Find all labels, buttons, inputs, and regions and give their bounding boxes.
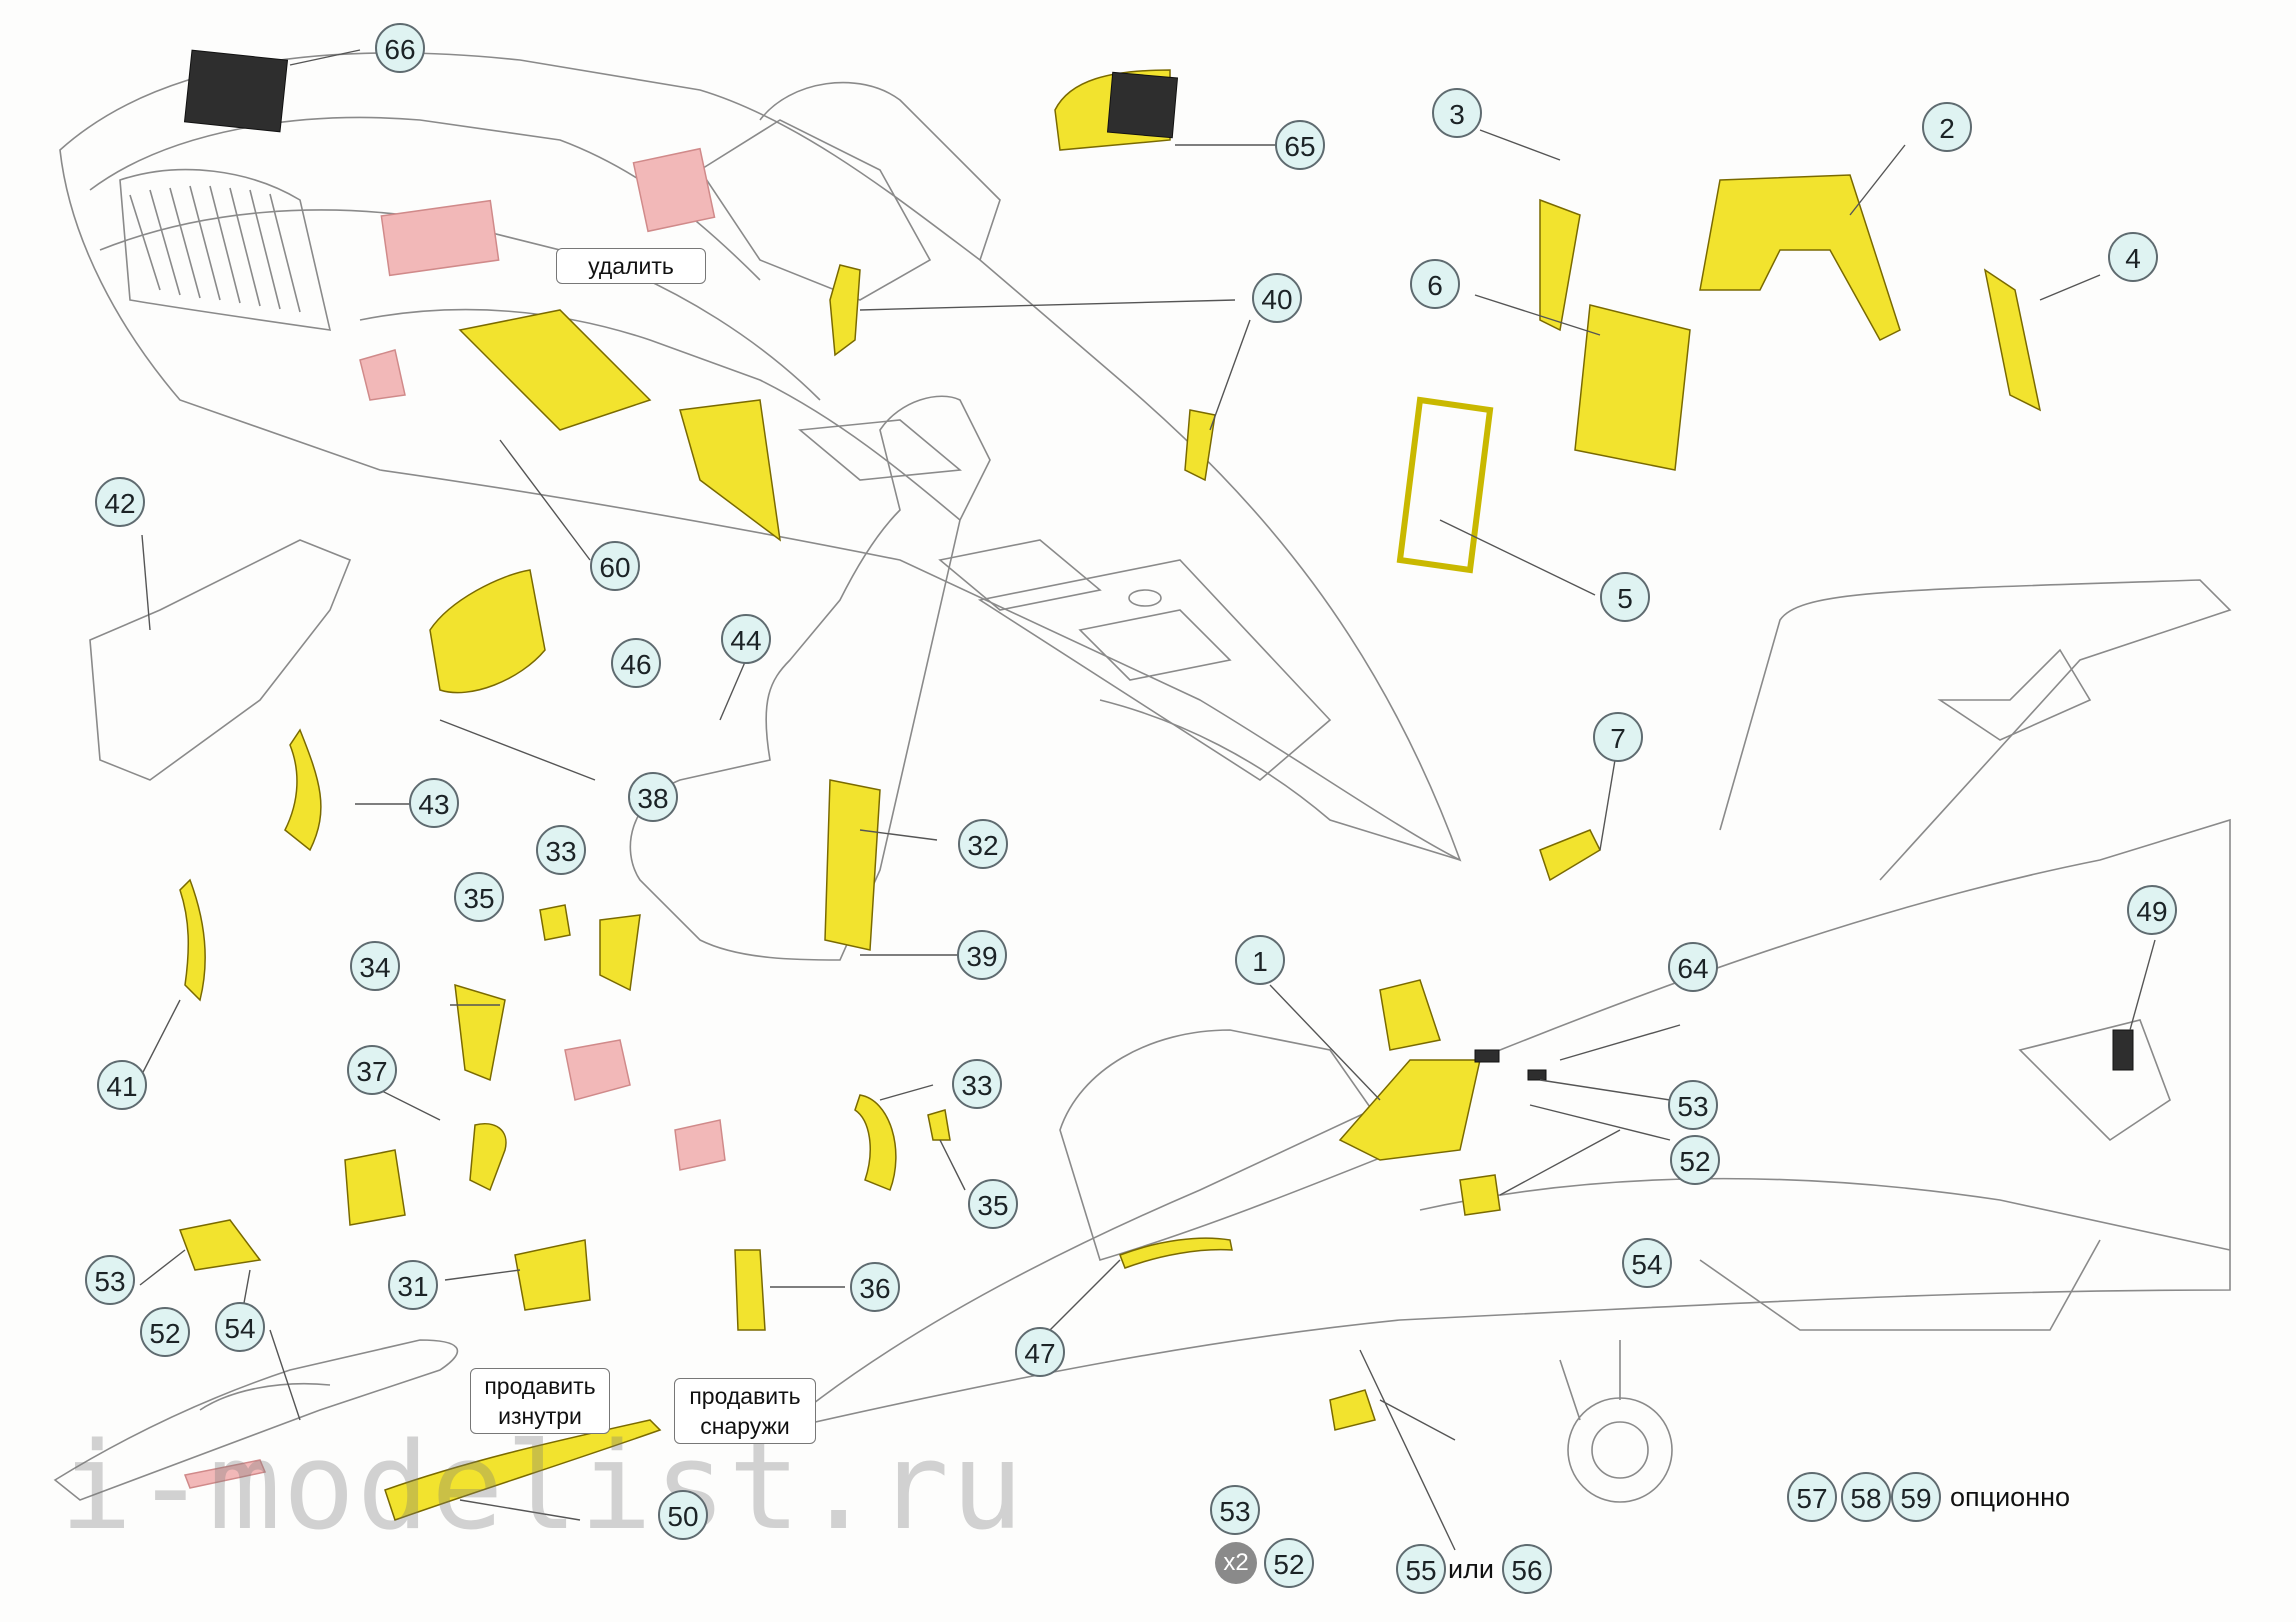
callout-42: 42 <box>95 477 145 527</box>
callout-53-left: 53 <box>85 1255 135 1305</box>
part-33-right <box>854 1094 897 1191</box>
callout-49: 49 <box>2127 885 2177 935</box>
part-66-dark <box>183 49 289 133</box>
remove-area-5 <box>674 1119 726 1171</box>
callout-1: 1 <box>1235 935 1285 985</box>
callout-57: 57 <box>1787 1472 1837 1522</box>
optional-label: опционно <box>1950 1482 2071 1512</box>
remove-area-6 <box>183 1459 267 1489</box>
upper-fuselage-outline <box>59 52 1462 862</box>
callout-46: 46 <box>611 638 661 688</box>
part-panel-1 <box>1379 979 1441 1051</box>
quantity-badge: x2 <box>1215 1542 1257 1584</box>
part-7 <box>1539 829 1601 882</box>
callout-7: 7 <box>1593 712 1643 762</box>
callout-58: 58 <box>1841 1472 1891 1522</box>
callout-64: 64 <box>1668 942 1718 992</box>
part-50 <box>384 1419 662 1521</box>
callout-52-right: 52 <box>1670 1135 1720 1185</box>
callout-32: 32 <box>958 819 1008 869</box>
callout-52-left: 52 <box>140 1307 190 1357</box>
part-60-grille <box>458 309 652 431</box>
callout-5: 5 <box>1600 572 1650 622</box>
part-3-plate <box>1539 198 1581 332</box>
part-46-grille <box>429 569 546 694</box>
callout-50: 50 <box>658 1490 708 1540</box>
part-31b <box>514 1239 591 1311</box>
part-37 <box>469 1123 507 1192</box>
callout-65: 65 <box>1275 120 1325 170</box>
part-5-ladder <box>1396 396 1494 574</box>
callout-52-bottom: 52 <box>1264 1538 1314 1588</box>
ejection-seat-outline <box>629 395 991 961</box>
or-label: или <box>1448 1554 1494 1584</box>
part-39-belts <box>824 779 881 951</box>
callout-38: 38 <box>628 772 678 822</box>
part-2-panel <box>1699 174 1901 341</box>
part-49-dark <box>2112 1029 2134 1071</box>
callout-3: 3 <box>1432 88 1482 138</box>
part-35-left <box>539 904 571 941</box>
part-34 <box>454 983 506 1082</box>
part-64-dark <box>1474 1049 1500 1063</box>
callout-55: 55 <box>1396 1544 1446 1594</box>
callout-40: 40 <box>1252 273 1302 323</box>
callout-41: 41 <box>97 1060 147 1110</box>
press-outside-label: продавить снаружи <box>674 1378 816 1444</box>
callout-56: 56 <box>1502 1544 1552 1594</box>
callout-54-right: 54 <box>1622 1238 1672 1288</box>
remove-area-4 <box>564 1039 631 1101</box>
part-1-floor <box>1338 1059 1481 1161</box>
part-36 <box>734 1249 766 1331</box>
callout-53-right: 53 <box>1668 1080 1718 1130</box>
lower-fuselage-outline <box>779 818 2231 1431</box>
callout-53-bottom: 53 <box>1210 1485 1260 1535</box>
part-31a <box>344 1149 406 1226</box>
part-35-right <box>927 1109 951 1141</box>
callout-34: 34 <box>350 941 400 991</box>
callout-47: 47 <box>1015 1327 1065 1377</box>
callout-4: 4 <box>2108 232 2158 282</box>
callout-43: 43 <box>409 778 459 828</box>
part-40a <box>829 264 861 357</box>
remove-label: удалить <box>556 248 706 284</box>
callout-44: 44 <box>721 614 771 664</box>
callout-33-upper: 33 <box>536 825 586 875</box>
part-54-mount <box>1459 1174 1501 1216</box>
part-33-left <box>599 914 641 992</box>
callout-39: 39 <box>957 930 1007 980</box>
part-43 <box>284 728 322 852</box>
part-40b <box>1184 409 1216 482</box>
callout-36: 36 <box>850 1262 900 1312</box>
part-65-dark <box>1106 71 1179 139</box>
callout-33-lower: 33 <box>952 1059 1002 1109</box>
callout-35-upper: 35 <box>454 872 504 922</box>
callout-31: 31 <box>388 1260 438 1310</box>
callout-60: 60 <box>590 541 640 591</box>
callout-66: 66 <box>375 23 425 73</box>
part-53-right <box>1329 1389 1376 1431</box>
press-inside-label: продавить изнутри <box>470 1368 610 1434</box>
callout-35-lower: 35 <box>968 1179 1018 1229</box>
watermark: i-modelist.ru <box>60 1418 1026 1557</box>
part-4-plate <box>1983 268 2042 412</box>
remove-area-3 <box>359 349 406 401</box>
part-canopy-frame <box>1119 1237 1233 1269</box>
part-41 <box>179 878 206 1002</box>
part-6-block <box>1574 304 1691 471</box>
callout-37: 37 <box>347 1045 397 1095</box>
part-53-52 <box>178 1219 262 1271</box>
part-44-grille <box>679 399 781 542</box>
callout-2: 2 <box>1922 102 1972 152</box>
callout-54-left: 54 <box>215 1302 265 1352</box>
callout-6: 6 <box>1410 259 1460 309</box>
remove-area-1 <box>380 199 500 277</box>
callout-59: 59 <box>1891 1472 1941 1522</box>
remove-area-2 <box>632 147 716 233</box>
